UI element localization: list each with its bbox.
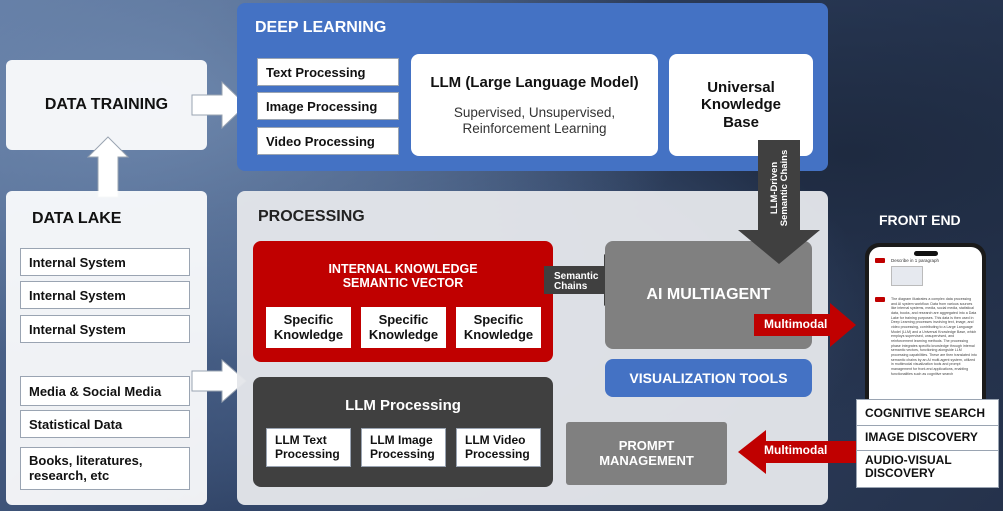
visualization-tools-label: VISUALIZATION TOOLS [629, 370, 788, 386]
avatar [875, 258, 885, 263]
llm-text-processing-box: LLM Text Processing [266, 428, 351, 467]
text-processing-box: Text Processing [257, 58, 399, 86]
front-end-title: FRONT END [879, 212, 961, 228]
data-lake-panel: DATA LAKE Internal System Internal Syste… [6, 191, 207, 505]
internal-knowledge-semantic-vector-box: INTERNAL KNOWLEDGE SEMANTIC VECTOR Speci… [253, 241, 553, 362]
divider [857, 425, 998, 426]
deep-learning-title: DEEP LEARNING [255, 19, 387, 36]
data-lake-item: Internal System [20, 281, 190, 309]
llm-image-processing-box: LLM Image Processing [361, 428, 446, 467]
image-processing-box: Image Processing [257, 92, 399, 120]
llm-processing-title: LLM Processing [345, 397, 461, 414]
ukb-label: Universal Knowledge Base [700, 79, 781, 131]
multimodal-bottom-label: Multimodal [764, 443, 828, 457]
divider [857, 450, 998, 451]
video-processing-label: Video Processing [266, 133, 375, 149]
data-lake-item: Statistical Data [20, 410, 190, 438]
data-training-box: DATA TRAINING [6, 60, 207, 150]
specific-knowledge-label: Specific Knowledge [368, 312, 439, 342]
data-lake-item: Internal System [20, 248, 190, 276]
right-arrow-icon [191, 358, 247, 404]
data-lake-item: Media & Social Media [20, 376, 190, 406]
data-lake-item-label: Media & Social Media [29, 383, 162, 399]
processing-panel: PROCESSING INTERNAL KNOWLEDGE SEMANTIC V… [237, 191, 828, 505]
llm-subtitle: Supervised, Unsupervised, Reinforcement … [453, 105, 616, 136]
phone-header: Describe in 1 paragraph [891, 258, 940, 263]
iksv-title: INTERNAL KNOWLEDGE SEMANTIC VECTOR [253, 262, 553, 291]
text-processing-label: Text Processing [266, 64, 366, 80]
prompt-management-box: PROMPT MANAGEMENT [566, 422, 727, 485]
phone-response-text: The diagram illustrates a complex data p… [891, 297, 977, 376]
llm-driven-label: LLM-Driven Semantic Chains [769, 149, 790, 227]
data-lake-item-label: Internal System [29, 287, 126, 303]
specific-knowledge-label: Specific Knowledge [463, 312, 534, 342]
specific-knowledge-box: Specific Knowledge [456, 307, 541, 348]
llm-box: LLM (Large Language Model) Supervised, U… [411, 54, 658, 156]
specific-knowledge-box: Specific Knowledge [361, 307, 446, 348]
audio-visual-discovery-label: AUDIO-VISUAL DISCOVERY [865, 453, 952, 481]
llm-text-processing-label: LLM Text Processing [275, 433, 340, 461]
data-lake-title: DATA LAKE [32, 210, 122, 227]
specific-knowledge-label: Specific Knowledge [273, 312, 344, 342]
data-lake-item-label: Internal System [29, 254, 126, 270]
data-lake-item: Books, literatures, research, etc [20, 447, 190, 490]
multimodal-right-arrow-icon [754, 303, 856, 347]
up-arrow-icon [86, 136, 130, 198]
prompt-management-label: PROMPT MANAGEMENT [599, 437, 694, 468]
llm-driven-label-holder: LLM-Driven Semantic Chains [768, 140, 792, 236]
multimodal-left-arrow-icon [738, 430, 858, 474]
universal-knowledge-base-box: Universal Knowledge Base [669, 54, 813, 156]
processing-title: PROCESSING [258, 208, 365, 225]
llm-processing-box: LLM Processing LLM Text Processing LLM I… [253, 377, 553, 487]
phone-notch [914, 251, 938, 256]
visualization-tools-box: VISUALIZATION TOOLS [605, 359, 812, 397]
data-lake-item-label: Books, literatures, research, etc [29, 452, 143, 483]
right-arrow-icon [191, 80, 247, 130]
image-discovery-label: IMAGE DISCOVERY [865, 430, 978, 444]
llm-image-processing-label: LLM Image Processing [370, 433, 435, 461]
ai-multiagent-label: AI MULTIAGENT [646, 286, 771, 303]
iksv-title-text: INTERNAL KNOWLEDGE SEMANTIC VECTOR [328, 262, 478, 291]
llm-driven-semantic-chains-arrow-icon [738, 140, 820, 264]
llm-title: LLM (Large Language Model) [430, 74, 639, 91]
llm-video-processing-label: LLM Video Processing [465, 433, 530, 461]
data-training-label: DATA TRAINING [44, 96, 169, 113]
avatar [875, 297, 885, 302]
video-processing-box: Video Processing [257, 127, 399, 155]
data-lake-item-label: Internal System [29, 321, 126, 337]
specific-knowledge-box: Specific Knowledge [266, 307, 351, 348]
phone-thumbnail [891, 266, 923, 286]
deep-learning-panel: DEEP LEARNING Text Processing Image Proc… [237, 3, 828, 171]
data-lake-item: Internal System [20, 315, 190, 343]
front-end-feature-list: COGNITIVE SEARCH IMAGE DISCOVERY AUDIO-V… [856, 399, 999, 488]
llm-video-processing-box: LLM Video Processing [456, 428, 541, 467]
data-lake-item-label: Statistical Data [29, 416, 123, 432]
semantic-chains-label: Semantic Chains [554, 271, 599, 292]
multimodal-top-label: Multimodal [764, 317, 828, 331]
cognitive-search-label: COGNITIVE SEARCH [865, 406, 986, 420]
image-processing-label: Image Processing [266, 98, 378, 114]
